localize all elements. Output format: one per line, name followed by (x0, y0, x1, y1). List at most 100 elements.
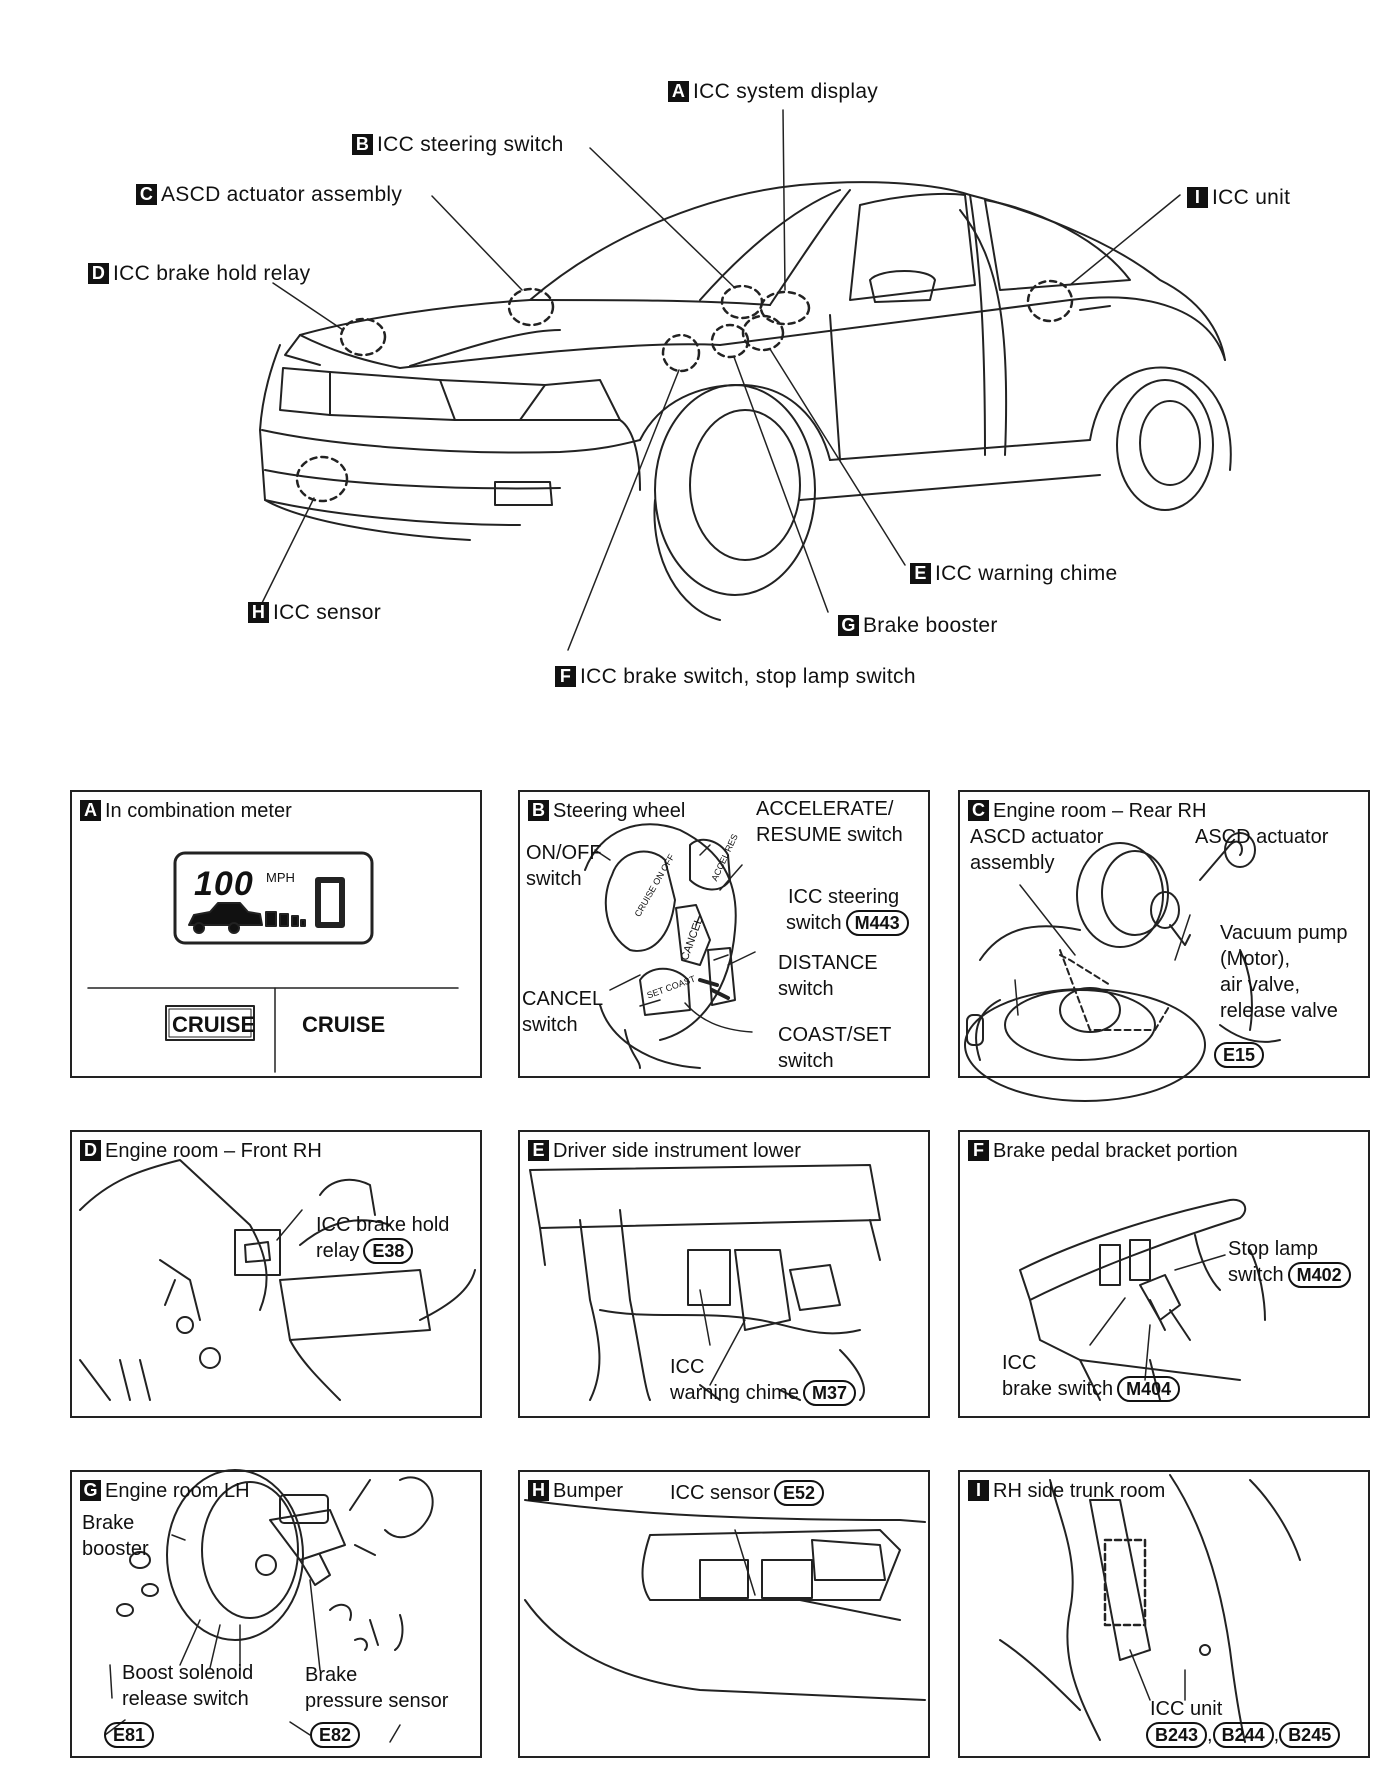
panel-i-art (999, 1474, 1301, 1743)
panel-c-art (964, 832, 1281, 1102)
badge-h: H (528, 1480, 549, 1501)
badge-e: E (910, 563, 931, 584)
panel-title-text: Engine room – Rear RH (993, 800, 1207, 822)
badge-c: C (136, 184, 157, 205)
badge-a: A (668, 81, 689, 102)
badge-d: D (88, 263, 109, 284)
panel-title-text: Driver side instrument lower (553, 1140, 801, 1162)
leader-lines (261, 109, 1181, 651)
accel-line1: ACCELERATE/ (756, 798, 894, 820)
stop-line1: Stop lamp (1228, 1238, 1319, 1260)
car-illustration (259, 181, 1232, 621)
badge-b: B (528, 800, 549, 821)
cruise-indicator-boxed: CRUISE (172, 1012, 256, 1037)
label-text: ICC system display (693, 80, 879, 103)
speed-unit: MPH (266, 870, 295, 885)
accel-res-button: ACCEL RES (709, 832, 740, 883)
coast-line1: COAST/SET (778, 1024, 892, 1046)
label-text: ICC steering switch (377, 133, 564, 156)
chime-line1: ICC (670, 1356, 705, 1378)
accel-line2: RESUME switch (756, 824, 903, 846)
onoff-line1: ON/OFF (526, 842, 602, 864)
connector-b245: B245 (1279, 1722, 1341, 1748)
badge-e: E (528, 1140, 549, 1161)
booster-line1: Brake (82, 1512, 135, 1534)
label-text: ICC sensor (273, 601, 382, 624)
press-line1: Brake (305, 1664, 358, 1686)
distance-line2: switch (778, 978, 834, 1000)
panel-title-text: Steering wheel (553, 800, 686, 822)
booster-line2: booster (82, 1538, 149, 1560)
label-text: ICC brake hold relay (113, 262, 311, 285)
distance-label: DISTANCE switch (778, 950, 878, 1002)
sensor-text: ICC sensor (670, 1482, 771, 1504)
badge-i: I (968, 1480, 989, 1501)
label-text: ICC brake switch, stop lamp switch (580, 665, 916, 688)
connector-e52: E52 (774, 1480, 825, 1506)
press-line2: pressure sensor (305, 1690, 449, 1712)
set-coast-button: SET COAST (645, 973, 697, 1001)
vac-line1: Vacuum pump (1220, 922, 1348, 944)
relay-line2: relay (316, 1240, 360, 1262)
panel-title-text: In combination meter (105, 800, 292, 822)
connector-b243: B243 (1146, 1722, 1208, 1748)
assembly-line1: ASCD actuator (970, 826, 1104, 848)
cruise-indicator-plain: CRUISE (302, 1012, 386, 1037)
connector-m443: M443 (845, 910, 909, 936)
gap-readout: 0 (325, 890, 351, 950)
panel-a: AIn combination meter 100 MPH 0 CRUISE C… (70, 790, 482, 1078)
boost-line1: Boost solenoid (122, 1662, 254, 1684)
panel-h-art (524, 1499, 926, 1701)
chime-line2: warning chime (670, 1382, 799, 1404)
connector-m404: M404 (1117, 1376, 1181, 1402)
ascd-actuator-label: ASCD actuator (1195, 826, 1329, 848)
panel-f-art (1019, 1198, 1266, 1401)
badge-f: F (555, 666, 576, 687)
panel-title-text: Brake pedal bracket portion (993, 1140, 1238, 1162)
stop-line2: switch (1228, 1264, 1284, 1286)
panel-d-art (79, 1159, 476, 1401)
badge-g: G (80, 1480, 101, 1501)
speed-readout: 100 (194, 865, 254, 903)
connector-m37: M37 (802, 1380, 856, 1406)
brake-pressure-sensor-label: Brake pressure sensor (305, 1662, 448, 1714)
vac-line2: (Motor), (1220, 948, 1290, 970)
cancel-line2: switch (522, 1014, 578, 1036)
connector-e82: E82 (310, 1722, 361, 1748)
panel-e-art (529, 1164, 881, 1401)
label-text: ASCD actuator assembly (161, 183, 403, 206)
distance-line1: DISTANCE (778, 952, 878, 974)
relay-line1: ICC brake hold (316, 1214, 450, 1236)
connector-e38: E38 (363, 1238, 414, 1264)
badge-f: F (968, 1140, 989, 1161)
brake-booster-label: Brake booster (82, 1510, 149, 1562)
connector-m402: M402 (1287, 1262, 1351, 1288)
